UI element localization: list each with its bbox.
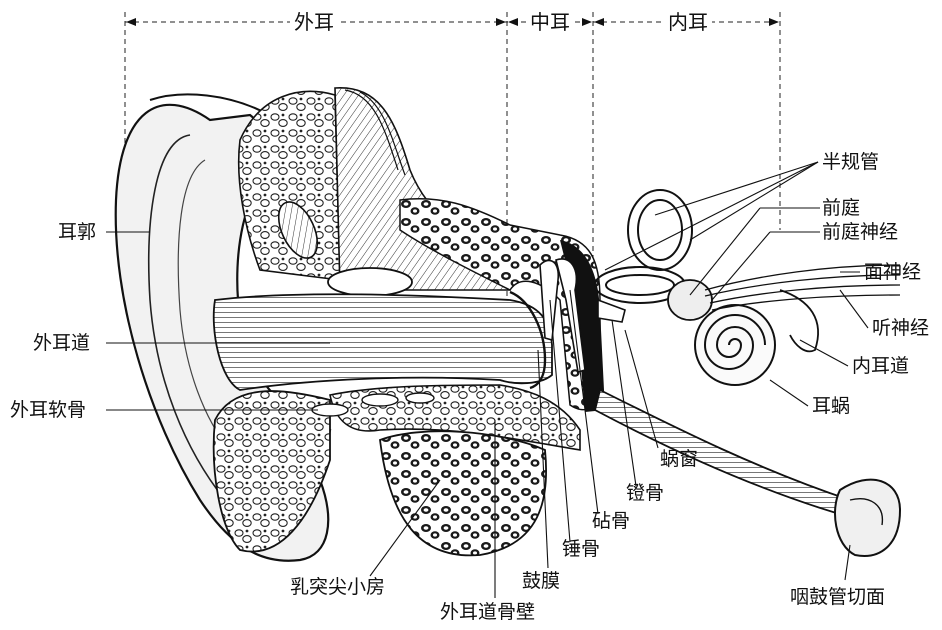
section-middle-ear: 中耳 [526,10,574,34]
label-incus: 砧骨 [592,510,630,532]
section-inner-ear: 内耳 [664,10,712,34]
bone-oval [328,268,412,296]
label-ear-cartilage: 外耳软骨 [10,399,86,421]
label-eustachian-tube: 咽鼓管切面 [790,586,885,608]
label-facial-nerve: 面神经 [864,261,921,283]
label-round-window: 蜗窗 [660,448,698,470]
label-semicircular-canals: 半规管 [822,151,879,173]
label-eardrum: 鼓膜 [522,570,560,592]
label-internal-canal: 内耳道 [852,355,909,377]
mastoid-cells [380,431,546,555]
cochlea-spiral [695,305,775,385]
label-ear-canal: 外耳道 [33,332,90,354]
ear-canal-shape [214,294,552,390]
label-vestibular-nerve: 前庭神经 [822,221,898,243]
label-auricle: 耳郭 [58,221,96,243]
label-cochlea: 耳蜗 [812,395,850,417]
vestibule-shape [668,280,712,320]
label-auditory-nerve: 听神经 [872,317,929,339]
temporal-bone-upper [239,91,340,280]
label-mastoid: 乳突尖小房 [290,576,385,598]
label-canal-wall: 外耳道骨壁 [440,601,535,623]
section-outer-ear: 外耳 [290,10,338,34]
label-vestibule: 前庭 [822,197,860,219]
label-malleus: 锤骨 [562,538,600,560]
label-stapes: 镫骨 [626,482,664,504]
